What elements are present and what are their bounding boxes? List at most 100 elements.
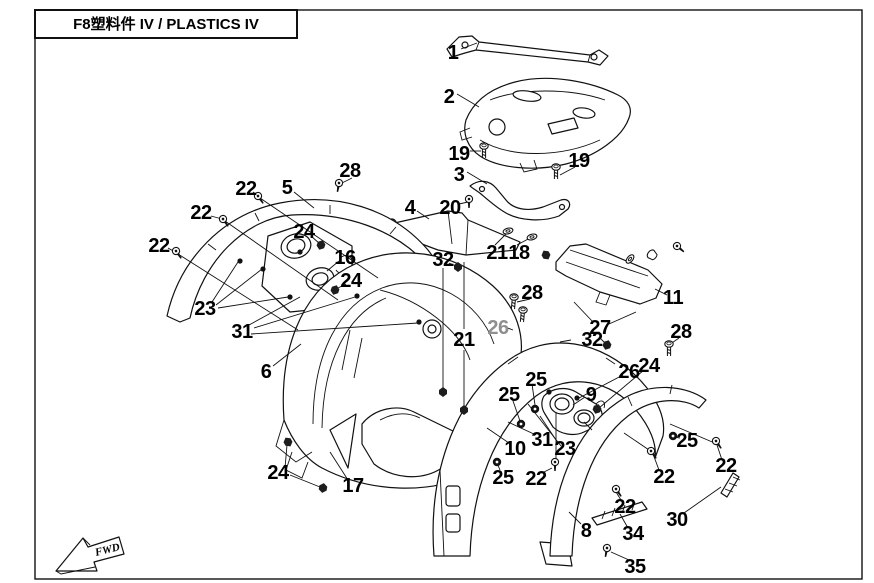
dot-fastener-icon — [492, 457, 502, 467]
parts-artwork: FWD — [55, 35, 741, 575]
part-callout-18: 18 — [508, 242, 530, 264]
leader-line — [716, 444, 723, 461]
part-callout-21: 21 — [486, 242, 508, 264]
leader-line — [224, 220, 339, 301]
part-callout-4: 4 — [405, 197, 417, 219]
dot-fastener-icon — [516, 419, 526, 429]
leader-line — [466, 171, 488, 185]
part-11-rear-cover — [555, 243, 663, 306]
rivet-fastener-icon — [237, 258, 243, 264]
leader-line — [329, 451, 349, 481]
part-callout-20: 20 — [439, 197, 461, 219]
part-callout-28: 28 — [339, 160, 361, 182]
leader-line — [559, 166, 576, 176]
part-callout-24: 24 — [638, 355, 661, 377]
leader-line — [683, 486, 722, 514]
rivet-fastener-icon — [297, 249, 303, 255]
leader-line — [598, 369, 645, 409]
part-callout-22: 22 — [614, 496, 636, 518]
leader-line — [458, 201, 469, 205]
leader-line — [531, 383, 536, 406]
leader-line — [250, 322, 419, 335]
leader-line — [573, 301, 594, 323]
leader-line — [541, 467, 553, 474]
dot-fastener-icon — [530, 404, 540, 414]
fwd-arrow: FWD — [55, 536, 125, 575]
leader-line — [623, 432, 653, 453]
part-callout-22: 22 — [653, 466, 675, 488]
part-callout-17: 17 — [342, 475, 364, 497]
part-9-tail-light — [541, 387, 605, 436]
leader-line — [669, 423, 718, 445]
leader-line — [572, 396, 586, 406]
part-callout-25: 25 — [525, 369, 547, 391]
leader-line — [504, 326, 514, 331]
part-callout-25: 25 — [676, 430, 698, 452]
part-callout-25: 25 — [492, 467, 514, 489]
leader-line — [211, 261, 239, 303]
part-callout-23: 23 — [554, 438, 576, 460]
page-title: F8塑料件 IV / PLASTICS IV — [73, 15, 259, 33]
title-box — [34, 9, 298, 39]
part-callout-24: 24 — [293, 221, 316, 243]
leader-line — [177, 253, 299, 331]
part-callout-22: 22 — [715, 455, 737, 477]
leader-line — [511, 397, 521, 422]
leader-line — [293, 191, 315, 209]
part-callout-24: 24 — [340, 270, 363, 292]
part-callout-19: 19 — [568, 150, 590, 172]
part-8-rear-flare — [549, 384, 707, 557]
part-callout-22: 22 — [235, 178, 257, 200]
part-callout-9: 9 — [586, 384, 597, 406]
rivet-fastener-icon — [546, 389, 552, 395]
leader-line — [326, 260, 340, 272]
leader-lines — [167, 42, 723, 561]
leader-line — [248, 296, 301, 326]
leader-line — [416, 210, 430, 220]
part-callout-30: 30 — [666, 509, 688, 531]
part-callout-2: 2 — [444, 86, 455, 108]
leader-line — [253, 296, 356, 329]
leader-line — [284, 444, 288, 469]
part-callout-1: 1 — [448, 42, 459, 64]
part-callout-21: 21 — [453, 329, 475, 351]
leader-line — [486, 427, 510, 444]
leader-line — [460, 42, 478, 50]
leader-line — [615, 491, 622, 501]
rivet-fastener-icon — [354, 293, 360, 299]
leader-line — [568, 511, 582, 525]
leader-line — [516, 298, 531, 303]
part-callout-24: 24 — [267, 462, 290, 484]
part-callout-10: 10 — [504, 438, 526, 460]
part-callout-25: 25 — [498, 384, 520, 406]
part-callout-11: 11 — [663, 287, 684, 309]
part-callout-22: 22 — [190, 202, 212, 224]
rivet-fastener-icon — [260, 266, 266, 272]
part-callout-31: 31 — [231, 321, 253, 343]
leader-line — [289, 474, 321, 488]
part-callout-8: 8 — [581, 520, 592, 542]
part-callout-35: 35 — [624, 556, 646, 578]
leader-line — [507, 421, 537, 436]
leader-line — [578, 374, 624, 399]
leader-line — [259, 197, 379, 279]
part-callout-34: 34 — [622, 523, 645, 545]
part-2-front-cover — [459, 77, 631, 173]
leader-line — [215, 268, 263, 306]
part-callout-26: 26 — [618, 361, 640, 383]
part-callout-23: 23 — [194, 298, 216, 320]
part-callout-3: 3 — [454, 164, 465, 186]
part-callout-32: 32 — [581, 329, 603, 351]
part-callout-22: 22 — [525, 468, 547, 490]
part-callout-6: 6 — [261, 361, 272, 383]
leader-line — [494, 232, 508, 246]
part-3-bracket — [469, 180, 571, 221]
part-callout-28: 28 — [521, 282, 543, 304]
leader-line — [217, 296, 289, 309]
part-callout-32: 32 — [432, 249, 454, 271]
part-1-brace — [446, 35, 609, 66]
leader-line — [272, 343, 302, 367]
